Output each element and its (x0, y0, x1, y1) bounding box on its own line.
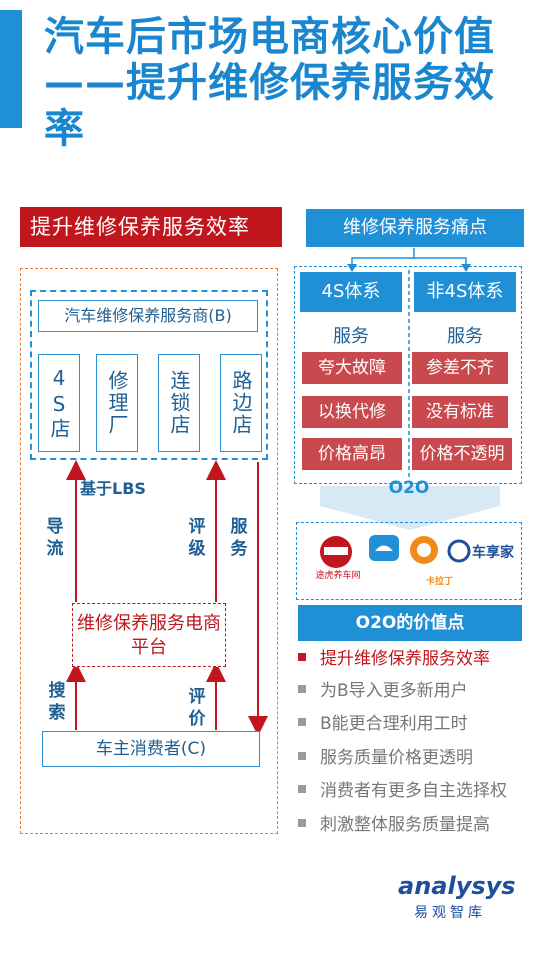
value-point-item: 提升维修保养服务效率 (298, 647, 490, 671)
ecommerce-platform: 维修保养服务电商平台 (72, 603, 226, 667)
tuhu-logo-icon (314, 532, 358, 576)
system-non4s-header: 非4S体系 (414, 272, 516, 312)
brand-logo: analysys (398, 872, 516, 900)
value-points-header: O2O的价值点 (298, 605, 522, 641)
pain-points-frame (294, 266, 522, 484)
bullet-icon (298, 718, 306, 726)
bullet-icon (298, 752, 306, 760)
provider-group-frame (30, 290, 268, 460)
value-point-item: 为B导入更多新用户 (298, 679, 468, 703)
page-title: 汽车后市场电商核心价值——提升维修保养服务效率 (44, 14, 495, 152)
value-point-item: B能更合理利用工时 (298, 712, 468, 736)
system-4s-header: 4S体系 (300, 272, 402, 312)
brand-logo-cn: 易观智库 (414, 905, 486, 921)
chexiangjia-logo-icon (446, 538, 472, 564)
bullet-icon (298, 819, 306, 827)
search-label: 搜索 (48, 681, 66, 723)
provider-label: 汽车维修保养服务商(B) (38, 300, 258, 332)
store-4s: 4S店 (38, 354, 80, 452)
lbs-label: 基于LBS (80, 479, 146, 498)
bullet-icon (298, 785, 306, 793)
store-repair-shop: 修理厂 (96, 354, 138, 452)
issue-item: 以换代修 (302, 396, 402, 428)
guide-label: 导流 (46, 517, 64, 559)
issue-item: 价格高昂 (302, 438, 402, 470)
o2o-label: O2O (388, 478, 430, 498)
o2o-arrow-shape (320, 486, 500, 530)
kalading-logo-text: 卡拉丁 (426, 577, 454, 587)
issue-item: 没有标准 (412, 396, 508, 428)
store-chain: 连锁店 (158, 354, 200, 452)
tuhu-logo-text: 途虎养车网 (315, 571, 361, 581)
value-point-item: 服务质量价格更透明 (298, 746, 473, 770)
chexiangjia-logo-text: 车享家 (472, 545, 514, 561)
title-accent-bar (0, 10, 22, 128)
bullet-icon (298, 653, 306, 661)
system-non4s-service-label: 服务 (447, 326, 483, 347)
consumer-box: 车主消费者(C) (42, 731, 260, 767)
logo-frame (296, 522, 522, 600)
service-label: 服务 (230, 517, 248, 559)
left-panel-frame (20, 268, 278, 834)
issue-item: 参差不齐 (412, 352, 508, 384)
kalading-logo-icon (408, 534, 440, 566)
system-4s-service-label: 服务 (333, 326, 369, 347)
store-roadside: 路边店 (220, 354, 262, 452)
value-point-item: 刺激整体服务质量提高 (298, 813, 490, 837)
pain-points-header: 维修保养服务痛点 (306, 209, 524, 247)
left-panel-header: 提升维修保养服务效率 (20, 207, 282, 247)
app-logo-icon (368, 534, 400, 562)
review-label: 评价 (188, 687, 206, 729)
rating-label: 评级 (188, 517, 206, 559)
value-point-item: 消费者有更多自主选择权 (298, 779, 507, 803)
bullet-icon (298, 685, 306, 693)
issue-item: 夸大故障 (302, 352, 402, 384)
issue-item: 价格不透明 (412, 438, 512, 470)
